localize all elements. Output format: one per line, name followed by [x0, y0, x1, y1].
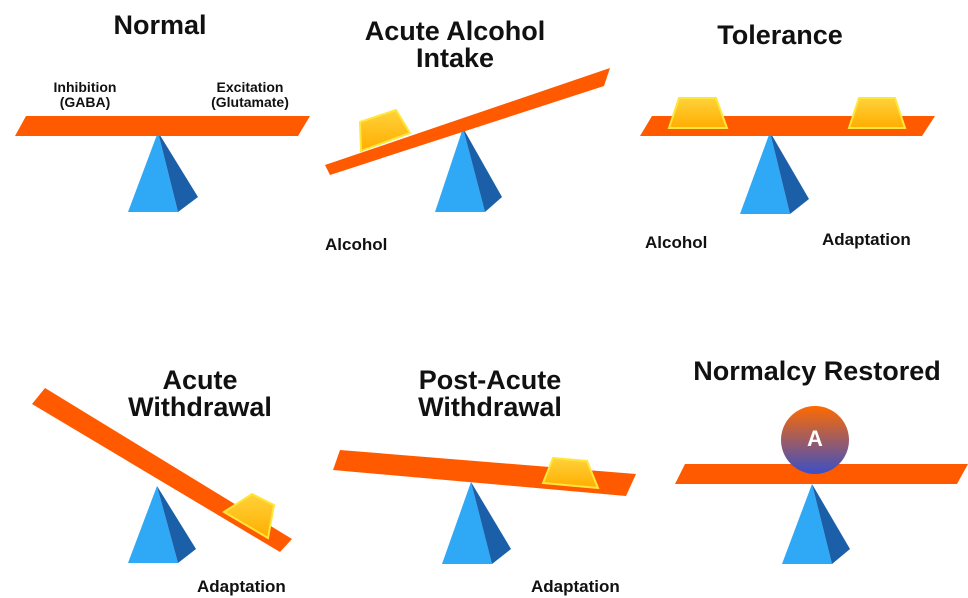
panel-post-acute-withdrawal	[333, 450, 636, 564]
inhibition-label-line1: Inhibition	[53, 79, 117, 95]
seesaw-beam	[325, 68, 610, 175]
weight-block-icon	[358, 108, 412, 153]
excitation-label-line1: Excitation	[216, 79, 284, 95]
badge-icon	[781, 406, 849, 474]
fulcrum-icon	[435, 128, 502, 212]
fulcrum-icon	[442, 482, 511, 564]
weight-block-icon	[847, 97, 907, 129]
fulcrum-icon	[128, 132, 198, 212]
panel-title-normalcy-restored: Normalcy Restored	[693, 356, 941, 386]
fulcrum-icon	[128, 486, 196, 563]
badge-letter: A	[807, 426, 823, 451]
adaptation-label: Adaptation	[822, 230, 911, 249]
weight-block-icon	[667, 97, 729, 129]
panel-title-acute-intake: Acute Alcohol Intake	[330, 18, 580, 72]
weight-block-icon	[222, 492, 276, 540]
inhibition-label-line2: (GABA)	[59, 94, 111, 110]
fulcrum-icon	[782, 484, 850, 564]
panel-acute-intake	[325, 68, 610, 212]
panel-title-tolerance: Tolerance	[717, 20, 843, 50]
panel-title-acute-intake-line2: Intake	[415, 43, 495, 73]
panel-title-post-acute-withdrawal-line2: Withdrawal	[418, 392, 562, 422]
panel-normalcy-restored	[675, 406, 968, 564]
fulcrum-icon	[740, 132, 809, 214]
panel-title-acute-withdrawal-line2: Withdrawal	[128, 392, 272, 422]
excitation-label-line2: (Glutamate)	[211, 94, 289, 110]
panel-title-acute-withdrawal: Acute Withdrawal	[100, 367, 300, 421]
alcohol-label: Alcohol	[645, 233, 708, 252]
panel-normal	[15, 116, 310, 212]
adaptation-label: Adaptation	[531, 577, 620, 596]
panel-tolerance	[640, 97, 935, 214]
seesaw-beam	[15, 116, 310, 136]
excitation-label: Excitation (Glutamate)	[185, 80, 315, 110]
weight-block-icon	[541, 456, 600, 490]
inhibition-label: Inhibition (GABA)	[30, 80, 140, 110]
panel-title-normal: Normal	[113, 10, 207, 40]
adaptation-label: Adaptation	[197, 577, 286, 596]
panel-title-acute-intake-line1: Acute Alcohol	[364, 16, 546, 46]
panel-title-post-acute-withdrawal: Post-Acute Withdrawal	[385, 367, 595, 421]
seesaw-beam	[675, 464, 968, 484]
panel-title-post-acute-withdrawal-line1: Post-Acute	[418, 365, 562, 395]
panel-title-acute-withdrawal-line1: Acute	[162, 365, 238, 395]
panel-acute-withdrawal	[32, 388, 292, 563]
alcohol-label: Alcohol	[325, 235, 388, 254]
